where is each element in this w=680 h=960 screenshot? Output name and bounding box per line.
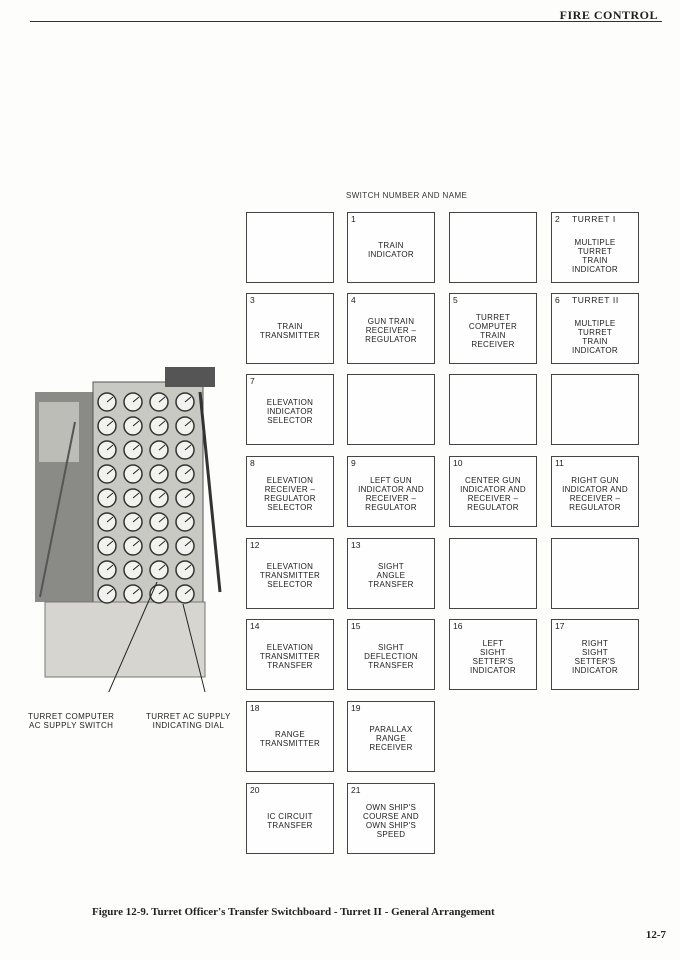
switch-name: RIGHT SIGHT SETTER'S INDICATOR	[572, 638, 618, 675]
switch-number: 1	[351, 214, 356, 224]
switch-number: 21	[351, 785, 361, 795]
switch-number: 7	[250, 376, 255, 386]
switch-number: 9	[351, 458, 356, 468]
switch-number: 4	[351, 295, 356, 305]
switch-cell-2: 2 TURRET I MULTIPLE TURRET TRAIN INDICATOR	[551, 212, 639, 283]
switch-number: 17	[555, 621, 565, 631]
switch-name: CENTER GUN INDICATOR AND RECEIVER – REGU…	[460, 475, 526, 512]
switch-name	[450, 213, 536, 282]
switch-cell-empty	[449, 374, 537, 445]
switch-number: 5	[453, 295, 458, 305]
switch-cell-6: 6 TURRET II MULTIPLE TURRET TRAIN INDICATO…	[551, 293, 639, 364]
switch-cell-empty	[449, 212, 537, 283]
switch-number: 20	[250, 785, 260, 795]
switch-name: ELEVATION INDICATOR SELECTOR	[266, 398, 314, 425]
switch-number: 11	[555, 458, 564, 468]
switch-name: LEFT GUN INDICATOR AND RECEIVER – REGULA…	[358, 475, 424, 512]
switch-number: 14	[250, 621, 260, 631]
switch-number: 12	[250, 540, 260, 550]
switch-name	[450, 375, 536, 444]
switch-name	[552, 539, 638, 608]
section-header: FIRE CONTROL	[559, 8, 658, 22]
switch-number: 2	[555, 214, 560, 224]
switch-name	[450, 539, 536, 608]
switch-cell-empty	[449, 538, 537, 609]
grid-title: SWITCH NUMBER AND NAME	[346, 191, 468, 200]
switch-cell-empty	[551, 538, 639, 609]
switch-name: LEFT SIGHT SETTER'S INDICATOR	[470, 638, 516, 675]
switch-cell-20: 20 IC CIRCUIT TRANSFER	[246, 783, 334, 854]
page-number: 12-7	[645, 929, 666, 941]
switch-name: ELEVATION TRANSMITTER TRANSFER	[259, 643, 321, 670]
switch-name: ELEVATION RECEIVER – REGULATOR SELECTOR	[264, 475, 316, 512]
switch-number: 15	[351, 621, 361, 631]
callout-ac-supply-dial: TURRET AC SUPPLY INDICATING DIAL	[146, 712, 231, 730]
turret-label: TURRET I	[572, 214, 616, 224]
switch-number: 6	[555, 295, 560, 305]
switch-number: 13	[351, 540, 361, 550]
switch-number: 18	[250, 703, 260, 713]
switch-cell-empty	[246, 212, 334, 283]
switch-name: MULTIPLE TURRET TRAIN INDICATOR	[572, 318, 618, 355]
switch-name: TRAIN TRANSMITTER	[259, 321, 321, 340]
switch-name: IC CIRCUIT TRANSFER	[267, 811, 313, 830]
switch-number: 19	[351, 703, 361, 713]
switch-name	[552, 375, 638, 444]
switchboard-photo	[35, 367, 222, 692]
switch-name: GUN TRAIN RECEIVER – REGULATOR	[365, 317, 417, 344]
switch-name: SIGHT DEFLECTION TRANSFER	[364, 643, 418, 670]
header-rule	[30, 21, 662, 22]
switch-name: MULTIPLE TURRET TRAIN INDICATOR	[572, 237, 618, 274]
switch-number: 8	[250, 458, 255, 468]
switch-name: ELEVATION TRANSMITTER SELECTOR	[259, 562, 321, 589]
switch-number: 10	[453, 458, 463, 468]
turret-label: TURRET II	[572, 295, 619, 305]
switch-number: 3	[250, 295, 255, 305]
switch-name: OWN SHIP'S COURSE AND OWN SHIP'S SPEED	[363, 802, 419, 839]
switch-name	[348, 375, 434, 444]
callout-ac-supply-switch: TURRET COMPUTER AC SUPPLY SWITCH	[28, 712, 115, 730]
switch-name: TRAIN INDICATOR	[368, 240, 414, 259]
switch-number: 16	[453, 621, 463, 631]
switch-name: TURRET COMPUTER TRAIN RECEIVER	[468, 312, 518, 349]
figure-caption: Figure 12-9. Turret Officer's Transfer S…	[92, 906, 495, 918]
switch-name: SIGHT ANGLE TRANSFER	[368, 562, 414, 589]
switch-name: RIGHT GUN INDICATOR AND RECEIVER – REGUL…	[562, 475, 628, 512]
switch-cell-empty	[347, 374, 435, 445]
dial-cluster	[97, 392, 195, 604]
switch-name: PARALLAX RANGE RECEIVER	[369, 725, 413, 752]
switch-name	[247, 213, 333, 282]
switch-cell-empty	[551, 374, 639, 445]
switch-name: RANGE TRANSMITTER	[259, 729, 321, 748]
